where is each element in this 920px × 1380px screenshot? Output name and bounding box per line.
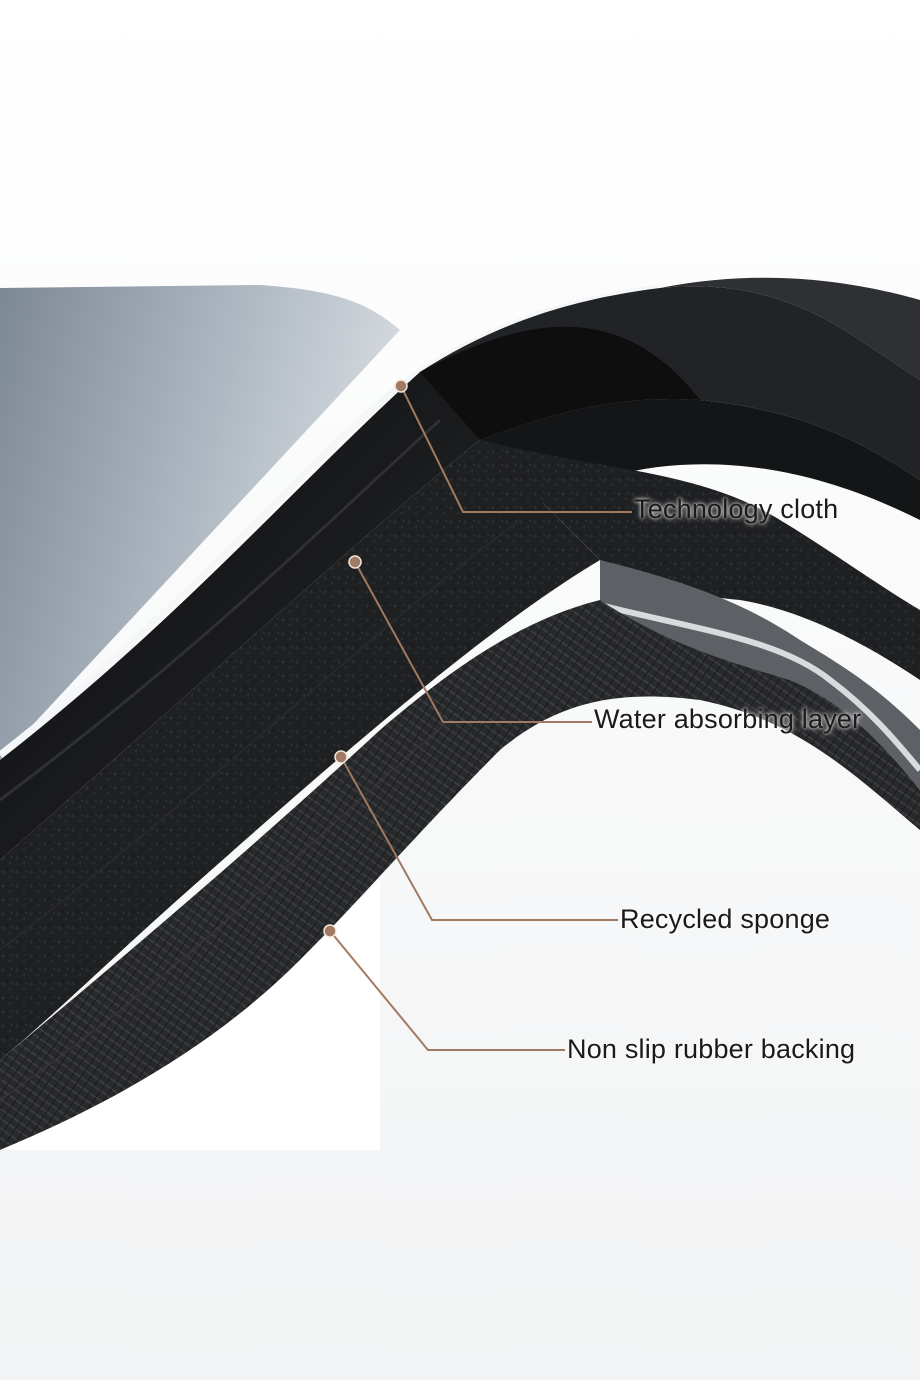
callout-label-technology-cloth: Technology cloth: [634, 494, 839, 524]
callout-dot-3: [334, 750, 348, 764]
leader-recycled-sponge: [340, 756, 618, 921]
callout-label-non-slip-rubber-backing: Non slip rubber backing: [567, 1034, 856, 1064]
callout-leaders: [329, 385, 632, 1051]
callout-dot-4: [323, 924, 337, 938]
leader-non-slip-rubber-backing: [329, 930, 565, 1051]
leader-technology-cloth: [400, 385, 632, 513]
callout-dot-2: [348, 555, 362, 569]
callout-label-recycled-sponge: Recycled sponge: [620, 904, 831, 934]
callout-label-water-absorbing-layer: Water absorbing layer: [594, 704, 862, 734]
callout-dot-1: [394, 379, 408, 393]
leader-water-absorbing-layer: [354, 561, 592, 723]
